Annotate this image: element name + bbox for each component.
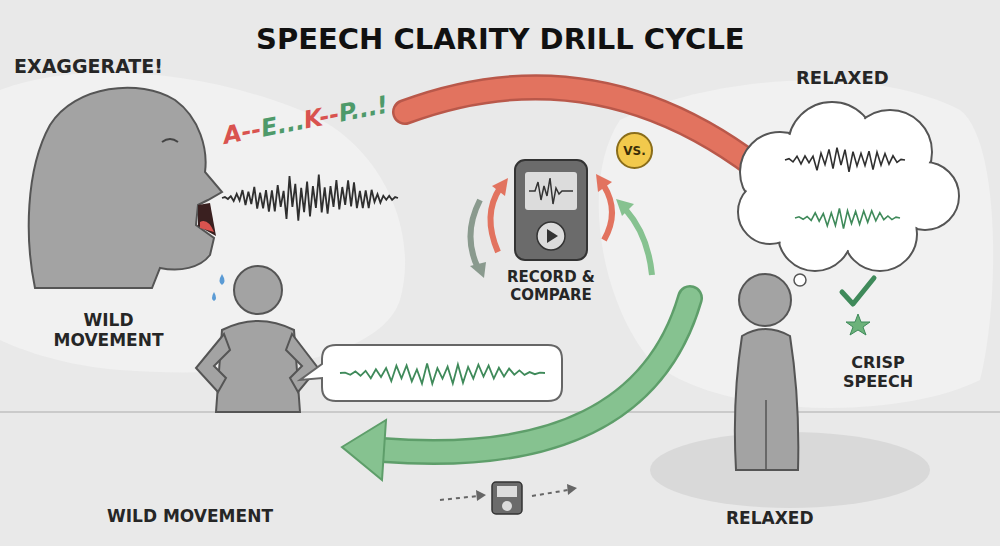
figure-head: [234, 266, 282, 314]
dashed-arrow: [440, 496, 478, 500]
arrow-head: [567, 484, 577, 495]
step-heading: RELAXED: [796, 67, 889, 89]
thought-cloud: [738, 102, 959, 271]
small-arrow: [490, 188, 500, 252]
ground-line: [0, 411, 1000, 413]
vs-badge: VS.: [616, 132, 653, 169]
screen-waveform: [529, 178, 573, 204]
arrow-head: [342, 420, 386, 480]
sweat-drop: [220, 274, 225, 285]
sweat-drop: [212, 292, 216, 301]
step-label: RELAXED: [726, 508, 814, 528]
dashed-arrow: [532, 490, 568, 496]
cloud-fill: [740, 104, 958, 270]
cycle-arrow: [405, 87, 770, 178]
cycle-arrow: [405, 87, 770, 178]
leg-split: [765, 400, 767, 470]
sound-letters: A--: [221, 115, 264, 150]
badge-text: VS.: [623, 144, 646, 158]
open-mouth: [198, 203, 216, 236]
figure-body: [735, 329, 798, 470]
loud-waveform: [222, 175, 398, 221]
step-label: WILD MOVEMENT: [107, 506, 273, 526]
diagram-title: SPEECH CLARITY DRILL CYCLE: [256, 22, 745, 57]
eye: [162, 139, 178, 142]
arrow-head: [470, 262, 486, 278]
calm-waveform: [785, 148, 905, 172]
figure-arm: [196, 334, 230, 392]
head-profile: [29, 88, 222, 288]
thought-dot: [794, 274, 806, 286]
result-label: CRISP SPEECH: [828, 353, 928, 391]
tongue: [200, 221, 214, 232]
arrow-head: [492, 178, 508, 196]
play-icon: [547, 229, 558, 243]
device-label: RECORD & COMPARE: [496, 268, 606, 304]
ground-blob: [0, 73, 405, 373]
recorder-screen: [525, 172, 577, 210]
small-screen: [497, 486, 517, 497]
recorder: [515, 160, 587, 260]
calm-waveform: [795, 209, 900, 229]
star: [846, 314, 870, 335]
small-arrow: [604, 186, 612, 240]
figure-head: [739, 274, 791, 326]
check-mark: [842, 278, 874, 304]
figure-arm: [286, 334, 318, 392]
sound-letters: K--: [301, 100, 341, 134]
step-heading: EXAGGERATE!: [14, 55, 163, 78]
small-recorder: [492, 482, 522, 514]
sound-letters: E...: [258, 107, 306, 143]
sound-letters: P...!: [336, 91, 390, 128]
arrow-head: [476, 490, 486, 501]
arrow-head: [596, 174, 612, 192]
speech-waveform: [340, 364, 545, 384]
small-arrow: [470, 200, 480, 268]
sound-sequence: A--E...K--P...!: [221, 91, 391, 150]
small-play: [502, 501, 512, 511]
arrow-head: [616, 199, 634, 216]
small-arrow: [626, 210, 652, 275]
figure-body: [216, 321, 300, 412]
step-label: WILD MOVEMENT: [41, 310, 176, 351]
play-button: [537, 222, 565, 250]
speech-bubble: [300, 345, 562, 401]
